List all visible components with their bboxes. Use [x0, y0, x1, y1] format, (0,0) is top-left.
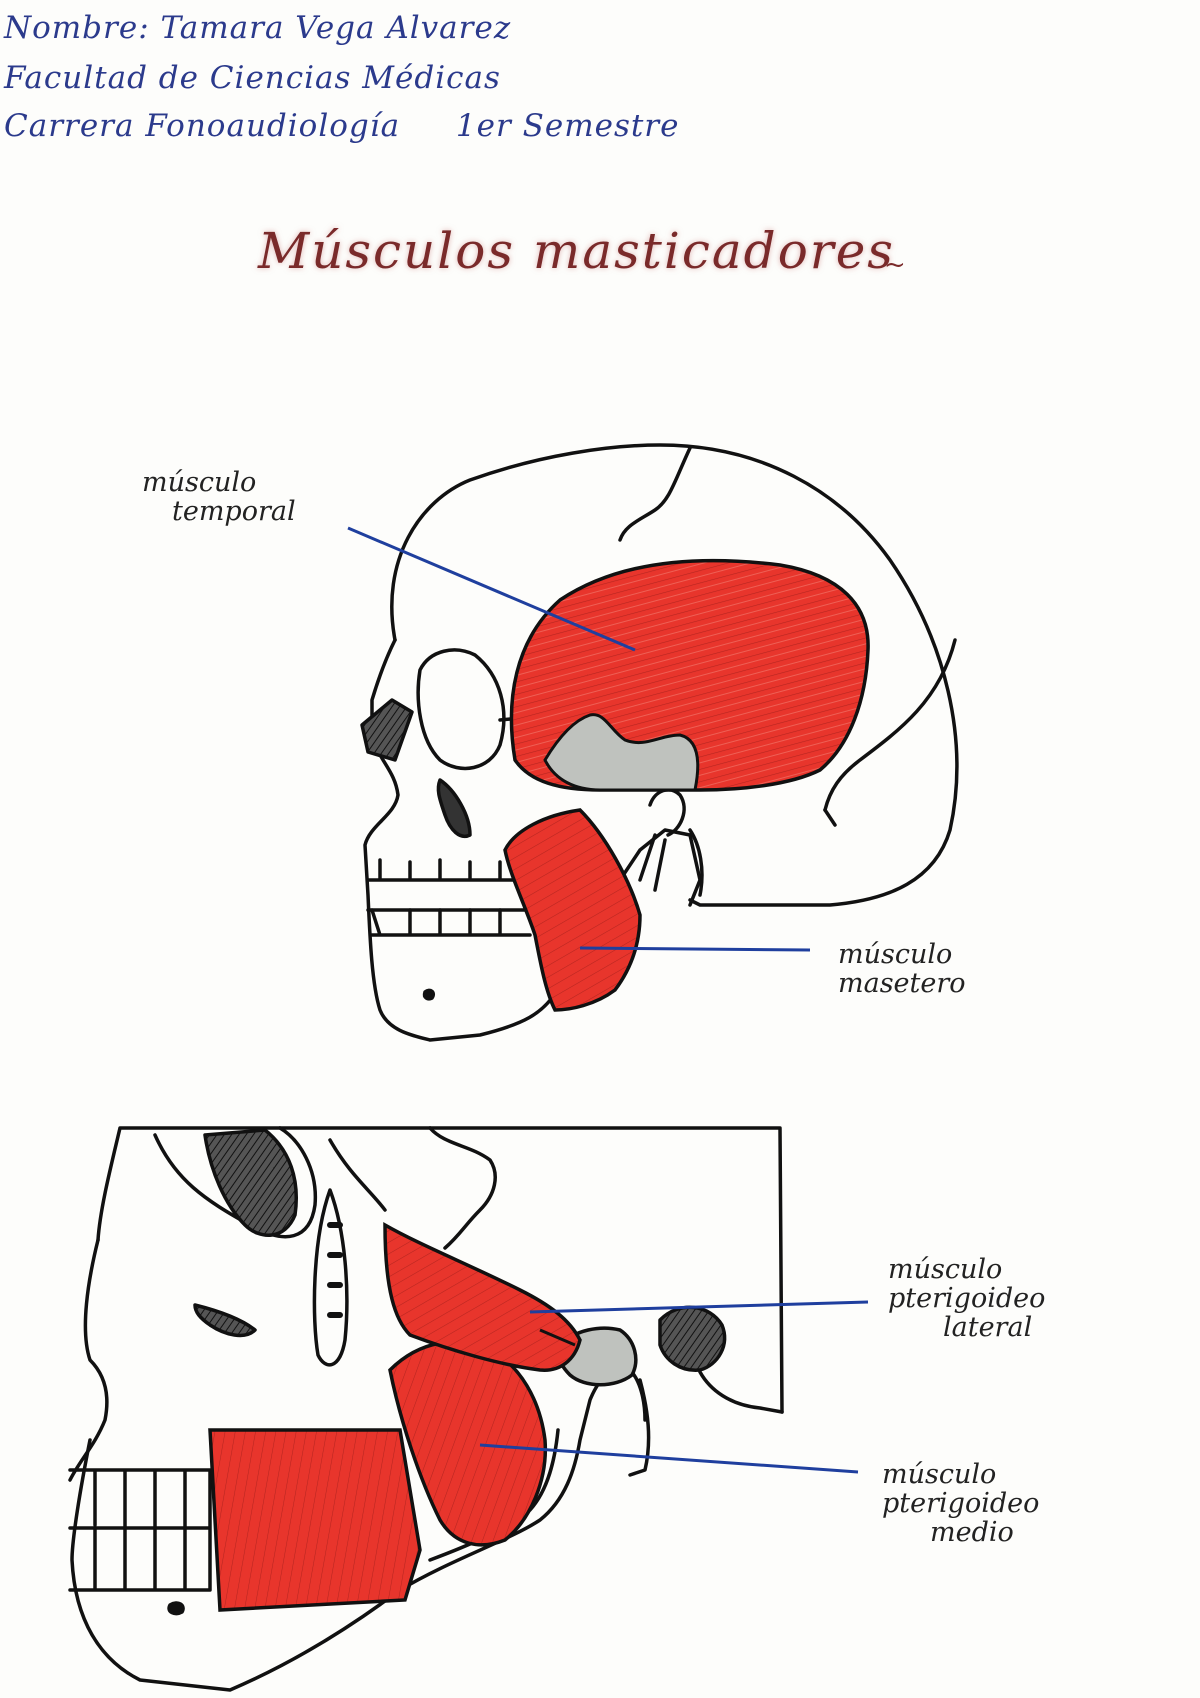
label-masseter-line-2: masetero	[838, 968, 966, 999]
lower-teeth	[370, 908, 532, 937]
career-line: Carrera Fonoaudiología 1er Semestre	[4, 108, 679, 144]
temporal-muscle-graphic	[509, 558, 870, 792]
career-label: Carrera	[4, 108, 135, 144]
infraorbital-foramen	[193, 1303, 257, 1338]
label-pterygoid-lateral-line-3: lateral	[943, 1312, 1033, 1343]
cut-frame	[96, 1126, 784, 1414]
upper-teeth	[366, 858, 532, 912]
label-pterygoid-medial-line-3: medio	[930, 1517, 1014, 1548]
label-temporal-line-2: temporal	[172, 496, 296, 527]
mental-foramen-2	[167, 1601, 185, 1616]
label-pterygoid-lateral-line-2: pterigoideo	[888, 1283, 1046, 1314]
orbit-outline-2	[153, 1126, 318, 1239]
label-masseter: músculo masetero	[838, 940, 966, 998]
zygomatic-column	[312, 1188, 349, 1367]
faculty-line: Facultad de Ciencias Médicas	[4, 60, 501, 96]
masseter-muscle	[503, 808, 642, 1012]
styloid	[638, 833, 667, 892]
articular-eminence	[658, 1305, 727, 1372]
page-title: Músculos masticadores	[258, 222, 895, 280]
label-pterygoid-lateral: músculo pterigoideo lateral	[888, 1255, 1045, 1342]
zygomatic-holes	[327, 1222, 343, 1318]
student-name-line: Nombre: Tamara Vega Alvarez	[4, 10, 511, 46]
nasal-opening	[436, 778, 472, 838]
label-masseter-line-1: músculo	[838, 939, 953, 970]
orbit-shadow	[203, 1128, 298, 1237]
temporal-tendon-area	[543, 713, 700, 792]
pterygoid-medial-leader-line	[479, 1443, 859, 1474]
mental-foramen	[422, 988, 436, 1001]
pterygoid-lateral-leader-line	[529, 1300, 869, 1314]
teeth-block	[68, 1468, 212, 1592]
lateral-pterygoid-tendon	[539, 1328, 576, 1347]
frame-suture-2	[328, 1138, 387, 1212]
label-pterygoid-lateral-line-1: músculo	[888, 1254, 1003, 1285]
squamosal-suture	[823, 808, 837, 827]
coronal-suture	[618, 446, 692, 542]
label-pterygoid-medial-line-1: músculo	[882, 1459, 997, 1490]
condyle	[648, 788, 686, 837]
leader-lines-figure-2	[479, 1300, 869, 1474]
styloid-process	[628, 1378, 651, 1477]
pterygoid-lateral-muscle	[383, 1221, 582, 1372]
name-value: Tamara Vega Alvarez	[160, 10, 512, 46]
title-mark: ~	[884, 250, 906, 280]
mastoid-2	[698, 1370, 784, 1414]
label-pterygoid-medial: músculo pterigoideo medio	[882, 1460, 1039, 1547]
career-value: Fonoaudiología	[145, 108, 401, 144]
label-pterygoid-medial-line-2: pterigoideo	[882, 1488, 1040, 1519]
temporal-leader-line	[347, 526, 636, 652]
frame-suture-1	[428, 1126, 497, 1250]
mastoid	[688, 828, 704, 897]
leader-lines-figure-1	[347, 526, 811, 952]
name-label: Nombre:	[4, 10, 150, 46]
pterygoid-muscles-graphic	[208, 1221, 582, 1612]
lambdoid-suture	[823, 638, 957, 812]
cranium-outline	[390, 443, 959, 907]
masseter-leader-line	[579, 946, 811, 952]
orbit-outline	[416, 648, 506, 771]
label-temporal-line-1: músculo	[142, 467, 257, 498]
nasal-bone	[360, 698, 414, 762]
label-temporal: músculo temporal	[142, 468, 296, 526]
semester: 1er Semestre	[455, 108, 680, 144]
buccinator-like-block	[208, 1428, 422, 1612]
mandible-detail-figure	[68, 1126, 784, 1692]
